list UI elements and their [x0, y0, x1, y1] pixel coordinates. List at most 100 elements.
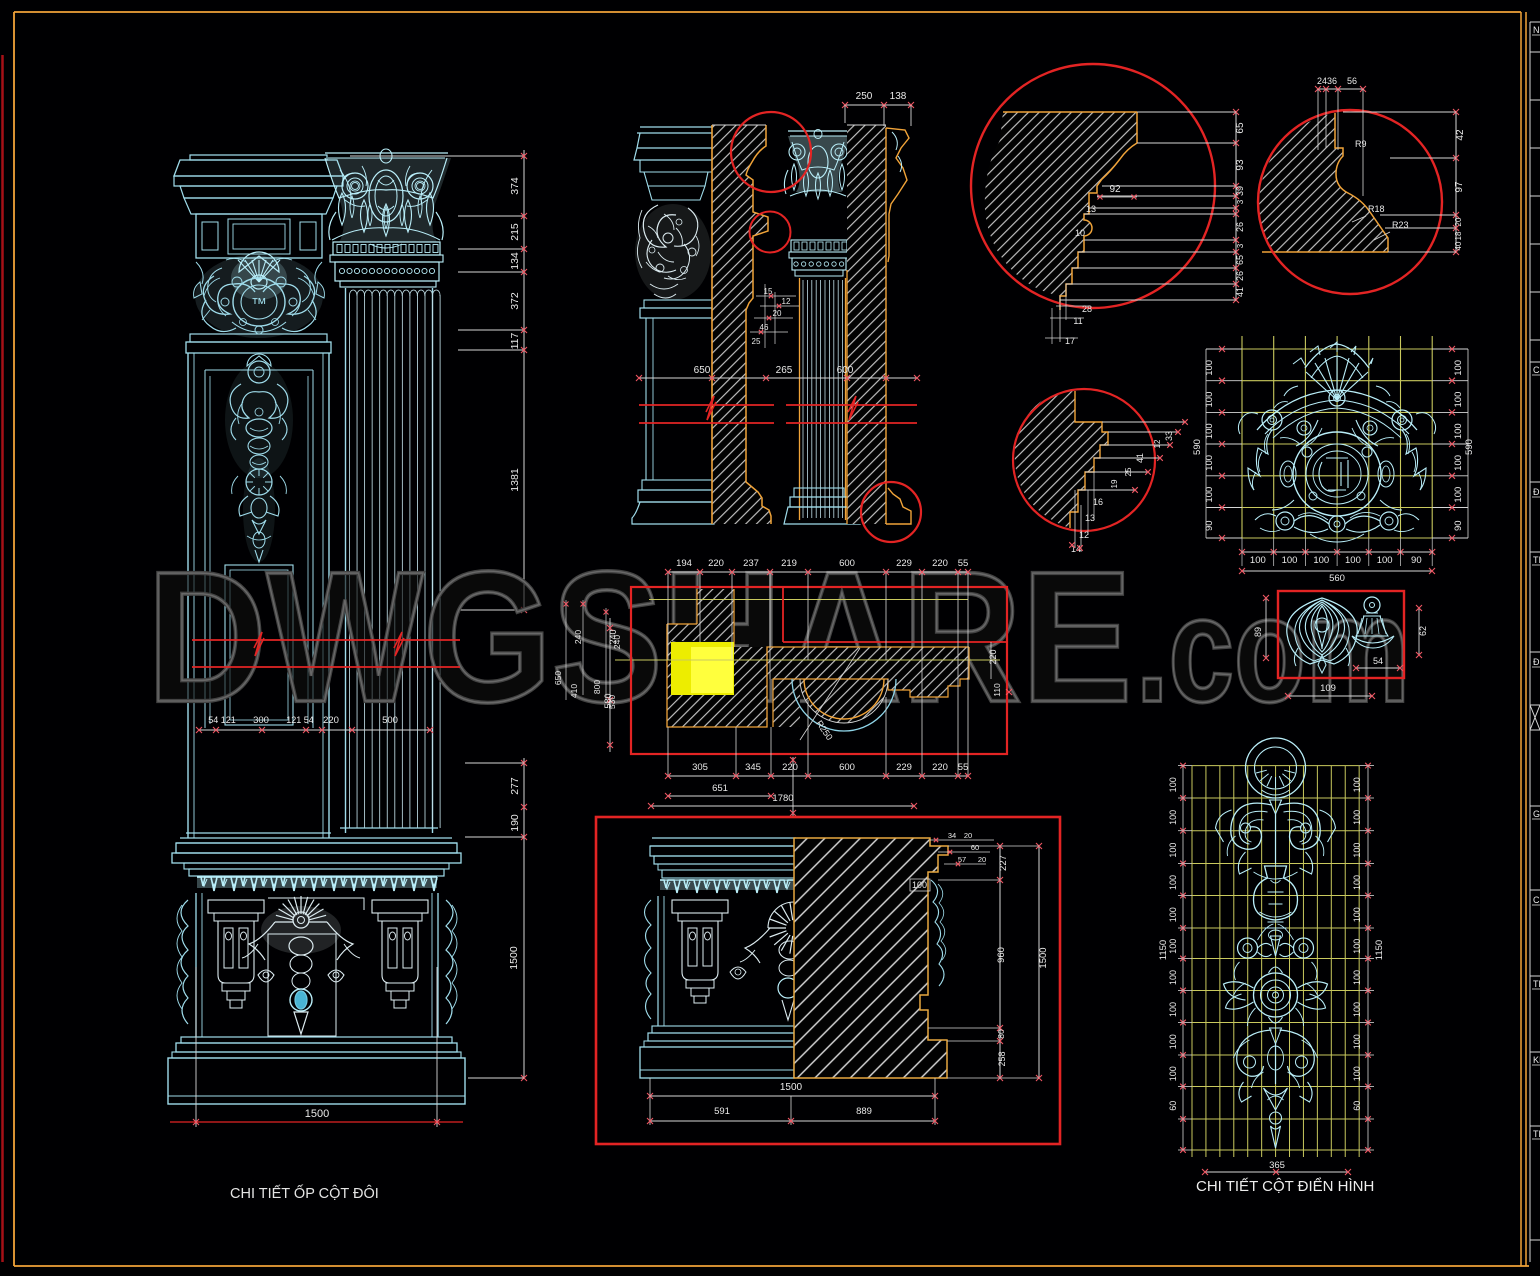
svg-text:12: 12 — [782, 297, 791, 306]
svg-text:80: 80 — [996, 1029, 1006, 1039]
svg-text:100: 100 — [1453, 360, 1464, 376]
svg-text:100: 100 — [1168, 970, 1178, 985]
svg-text:60: 60 — [1168, 1101, 1178, 1111]
svg-text:1500: 1500 — [305, 1108, 329, 1120]
svg-text:227: 227 — [998, 855, 1009, 871]
svg-text:650: 650 — [553, 671, 563, 685]
svg-text:800: 800 — [592, 680, 602, 694]
svg-text:28: 28 — [1082, 304, 1092, 314]
svg-text:100: 100 — [1168, 907, 1178, 922]
svg-text:20: 20 — [978, 855, 986, 864]
svg-text:100: 100 — [1168, 1002, 1178, 1017]
svg-text:TH: TH — [1533, 979, 1540, 989]
svg-text:580: 580 — [603, 693, 613, 708]
svg-text:219: 219 — [781, 558, 797, 569]
svg-text:250: 250 — [856, 91, 873, 102]
svg-text:92: 92 — [1109, 184, 1121, 195]
svg-text:12: 12 — [1079, 530, 1089, 540]
svg-text:100: 100 — [1453, 423, 1464, 439]
svg-text:100: 100 — [1352, 843, 1362, 858]
svg-text:138: 138 — [890, 91, 907, 102]
svg-text:374: 374 — [509, 177, 521, 195]
svg-text:13: 13 — [1085, 513, 1095, 523]
svg-text:372: 372 — [509, 292, 521, 310]
svg-text:109: 109 — [1320, 683, 1336, 694]
svg-text:19: 19 — [1110, 479, 1119, 488]
svg-text:100: 100 — [1168, 777, 1178, 792]
svg-text:90: 90 — [1204, 520, 1215, 531]
svg-text:560: 560 — [1329, 573, 1345, 584]
svg-text:410: 410 — [569, 684, 579, 698]
svg-text:100: 100 — [1377, 555, 1393, 566]
svg-text:889: 889 — [856, 1106, 872, 1117]
svg-text:.com: .com — [1136, 565, 1410, 733]
svg-text:57: 57 — [958, 855, 966, 864]
svg-text:89: 89 — [1253, 627, 1263, 637]
svg-text:100: 100 — [1352, 875, 1362, 890]
svg-text:100: 100 — [1168, 810, 1178, 825]
svg-text:18: 18 — [1454, 231, 1463, 240]
svg-text:100: 100 — [1168, 1034, 1178, 1049]
svg-text:100: 100 — [1204, 455, 1215, 471]
svg-text:55: 55 — [958, 558, 969, 569]
svg-text:26: 26 — [1235, 222, 1245, 232]
svg-text:300: 300 — [253, 715, 269, 726]
svg-text:TE: TE — [1533, 1129, 1540, 1139]
svg-text:345: 345 — [745, 762, 761, 773]
svg-text:100: 100 — [1168, 843, 1178, 858]
svg-text:1150: 1150 — [1158, 940, 1169, 960]
svg-text:62: 62 — [1418, 626, 1428, 636]
svg-text:100: 100 — [1352, 970, 1362, 985]
svg-text:12: 12 — [1153, 439, 1162, 448]
svg-text:590: 590 — [1192, 439, 1203, 455]
svg-text:220: 220 — [932, 762, 948, 773]
svg-text:220: 220 — [323, 715, 339, 726]
svg-text:DWGSHARE: DWGSHARE — [147, 534, 1132, 741]
svg-text:121 54: 121 54 — [286, 715, 314, 725]
svg-text:590: 590 — [1464, 439, 1475, 455]
svg-text:100: 100 — [1352, 1034, 1362, 1049]
svg-text:10: 10 — [1075, 228, 1085, 238]
svg-text:25: 25 — [752, 337, 761, 346]
svg-text:110: 110 — [992, 683, 1002, 697]
svg-text:65: 65 — [1235, 255, 1245, 265]
svg-text:100: 100 — [1345, 555, 1361, 566]
svg-text:277: 277 — [509, 777, 521, 795]
svg-text:42: 42 — [1455, 129, 1466, 141]
svg-text:ĐI: ĐI — [1533, 487, 1540, 497]
svg-text:G: G — [1533, 809, 1540, 819]
svg-text:117: 117 — [509, 332, 521, 349]
svg-text:20: 20 — [1454, 217, 1463, 226]
svg-text:1150: 1150 — [1374, 940, 1385, 960]
svg-text:265: 265 — [776, 365, 793, 376]
svg-text:220: 220 — [932, 558, 948, 569]
svg-text:305: 305 — [692, 762, 708, 773]
svg-text:C: C — [1533, 365, 1540, 375]
svg-text:16: 16 — [1093, 497, 1103, 507]
svg-text:97: 97 — [1454, 181, 1465, 193]
svg-text:90: 90 — [1411, 555, 1422, 566]
svg-text:240: 240 — [573, 630, 583, 644]
svg-text:100: 100 — [1250, 555, 1266, 566]
svg-text:365: 365 — [1269, 1160, 1285, 1171]
svg-text:55: 55 — [958, 762, 969, 773]
svg-text:100: 100 — [1168, 939, 1178, 954]
svg-text:R23: R23 — [1392, 220, 1409, 230]
svg-text:20: 20 — [964, 831, 972, 840]
svg-text:215: 215 — [509, 223, 521, 241]
svg-text:1500: 1500 — [780, 1082, 803, 1093]
svg-text:Đ: Đ — [1533, 657, 1540, 667]
svg-text:36: 36 — [1327, 76, 1337, 86]
svg-text:13: 13 — [1086, 204, 1096, 214]
svg-text:960: 960 — [996, 947, 1007, 963]
svg-text:237: 237 — [743, 558, 759, 569]
svg-text:600: 600 — [839, 558, 855, 569]
svg-text:100: 100 — [912, 880, 927, 890]
svg-text:100: 100 — [1168, 1066, 1178, 1081]
svg-text:TI: TI — [1533, 555, 1540, 565]
svg-text:600: 600 — [839, 762, 855, 773]
svg-text:258: 258 — [997, 1051, 1007, 1066]
svg-text:100: 100 — [1453, 392, 1464, 408]
svg-text:46: 46 — [760, 323, 769, 332]
svg-text:100: 100 — [1453, 455, 1464, 471]
